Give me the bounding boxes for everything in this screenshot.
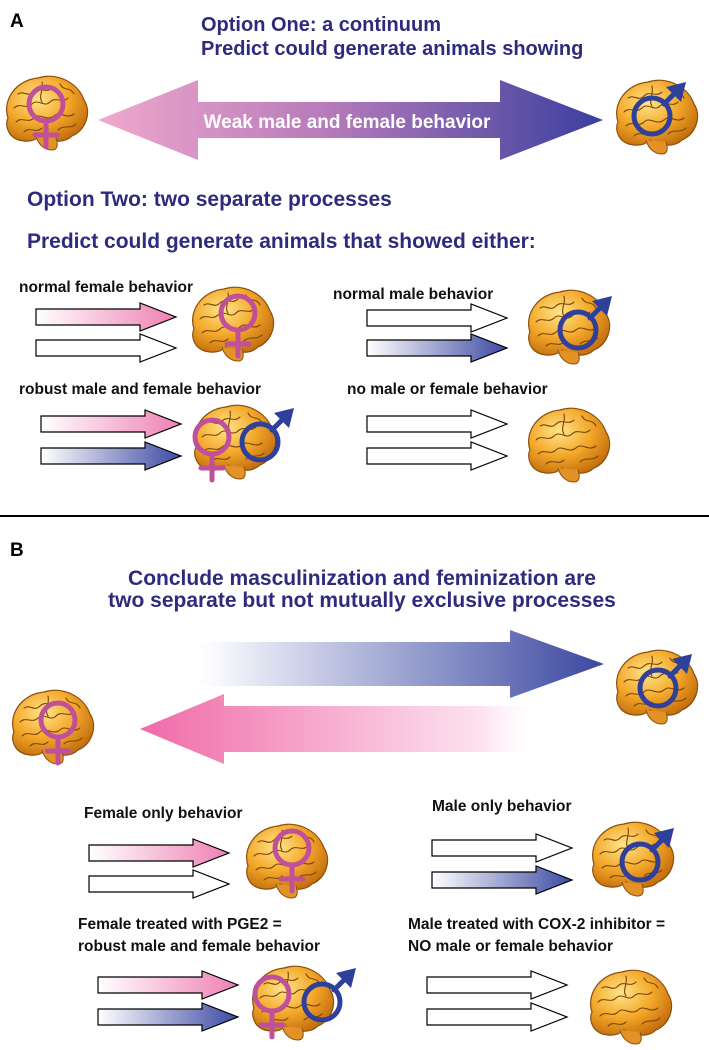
case-label-cox2-line-2: NO male or female behavior (408, 938, 613, 955)
blue-arrow (431, 865, 573, 895)
masculinization-arrow (185, 630, 604, 698)
option-two-predict: Predict could generate animals that show… (27, 230, 536, 253)
empty-arrow (35, 333, 177, 363)
panel-letter-a: A (10, 11, 24, 32)
empty-arrow (366, 409, 508, 439)
case-label-normal-female: normal female behavior (19, 279, 193, 296)
brain-icon (590, 969, 673, 1045)
empty-arrow (431, 833, 573, 863)
panel-letter-b: B (10, 540, 24, 561)
empty-arrow (426, 970, 568, 1000)
option-two-title: Option Two: two separate processes (27, 188, 392, 211)
feminization-arrow (140, 694, 545, 764)
case-label-cox2-line-1: Male treated with COX-2 inhibitor = (408, 916, 665, 933)
pink-arrow (88, 838, 230, 868)
empty-arrow (366, 441, 508, 471)
case-label-none: no male or female behavior (347, 381, 548, 398)
continuum-arrow (98, 80, 603, 160)
brain-icon (246, 823, 329, 899)
conclusion-line-1: Conclude masculinization and feminizatio… (128, 567, 596, 590)
continuum-arrow-label: Weak male and female behavior (204, 112, 491, 133)
pink-arrow (97, 970, 239, 1000)
brain-icon (528, 407, 611, 483)
case-label-male-only: Male only behavior (432, 798, 572, 815)
case-label-pge2-line-1: Female treated with PGE2 = (78, 916, 282, 933)
blue-arrow (97, 1002, 239, 1032)
pink-arrow (40, 409, 182, 439)
case-label-pge2-line-2: robust male and female behavior (78, 938, 320, 955)
option-one-title: Option One: a continuum (201, 14, 441, 36)
case-label-female-only: Female only behavior (84, 805, 243, 822)
pink-arrow (35, 302, 177, 332)
case-label-normal-male: normal male behavior (333, 286, 493, 303)
case-label-robust: robust male and female behavior (19, 381, 261, 398)
conclusion-line-2: two separate but not mutually exclusive … (108, 589, 616, 612)
blue-arrow (40, 441, 182, 471)
empty-arrow (426, 1002, 568, 1032)
brain-icon (616, 79, 699, 155)
empty-arrow (366, 303, 508, 333)
empty-arrow (88, 869, 230, 899)
blue-arrow (366, 333, 508, 363)
option-one-predict: Predict could generate animals showing (201, 38, 583, 60)
